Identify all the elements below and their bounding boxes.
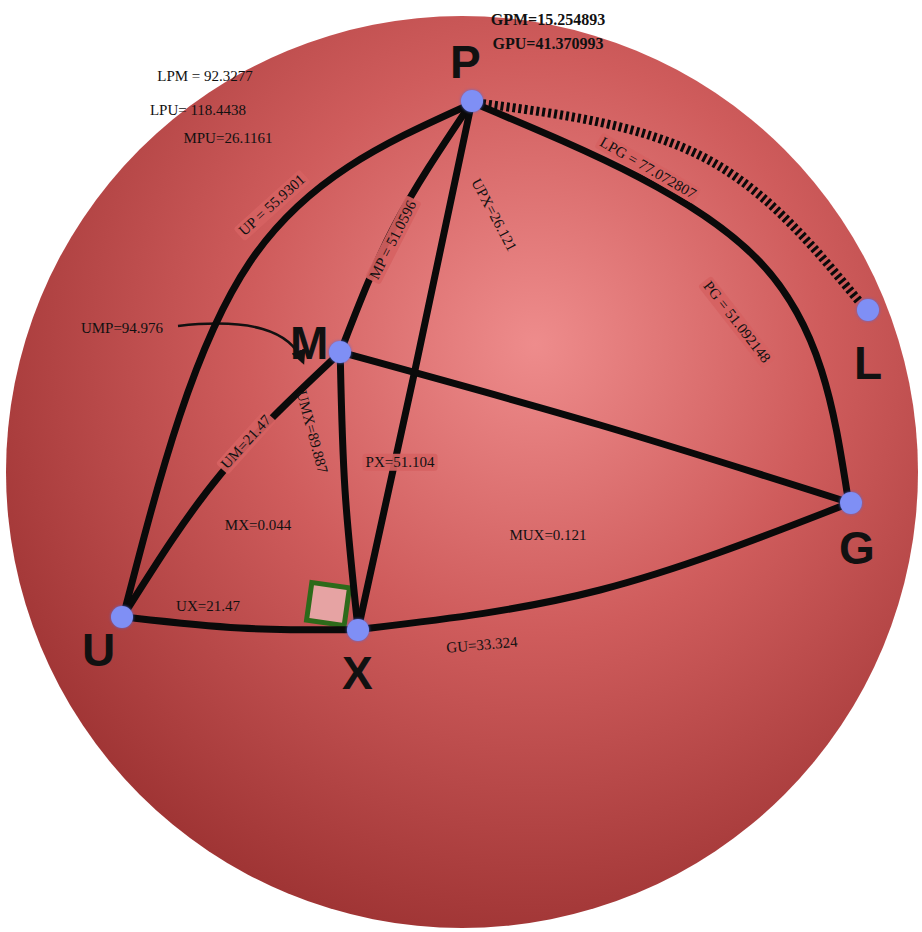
angle-label: MPU=26.1161 [180,130,275,147]
point-name: G [839,525,875,571]
great-circle-arc [128,360,332,608]
point-name: P [450,39,481,85]
angle-label: UPX=26.121 [467,173,522,256]
point-name: X [342,650,373,696]
arc-length-label: UP = 55.9301 [233,169,310,241]
angle-label: GPM=15.254893 [488,11,608,29]
point-name: M [290,320,328,366]
great-circle-arc [133,618,347,630]
great-circle-arc [351,355,841,500]
great-circle-arc [482,106,848,492]
angle-label: GPU=41.370993 [490,35,607,53]
arc-length-label: MX=0.044 [222,517,294,534]
arc-length-label: UX=21.47 [173,598,243,615]
angle-label: LPM = 92.3277 [154,68,256,85]
arc-length-label: UM=21.47 [216,410,277,475]
right-angle-marker [307,583,350,626]
point-dot: X [347,619,369,641]
point-dot: U [111,606,133,628]
arc-length-label: PX=51.104 [363,454,438,471]
arc-length-label: PG = 51.092148 [698,276,776,369]
point-dot: M [329,341,351,363]
angle-label: LPU= 118.4438 [147,102,249,119]
arc-length-label: MP = 51.0596 [365,195,421,284]
leader-arrow [178,324,303,362]
great-circle-arc [369,507,841,629]
point-name: L [854,340,882,386]
point-name: U [82,627,115,673]
angle-label: MUX=0.121 [506,527,589,544]
sphere-surface [6,16,918,928]
great-circle-arc [340,363,357,619]
angle-label: UMX=89.887 [292,386,331,478]
dotted-arc [483,104,860,303]
point-dot: P [461,90,483,112]
point-dot: L [857,299,879,321]
point-dot: G [840,492,862,514]
angle-label: UMP=94.976 [78,320,166,337]
arc-length-label: GU=33.324 [443,633,522,656]
angle-label: LPG = 77.072807 [594,132,701,203]
